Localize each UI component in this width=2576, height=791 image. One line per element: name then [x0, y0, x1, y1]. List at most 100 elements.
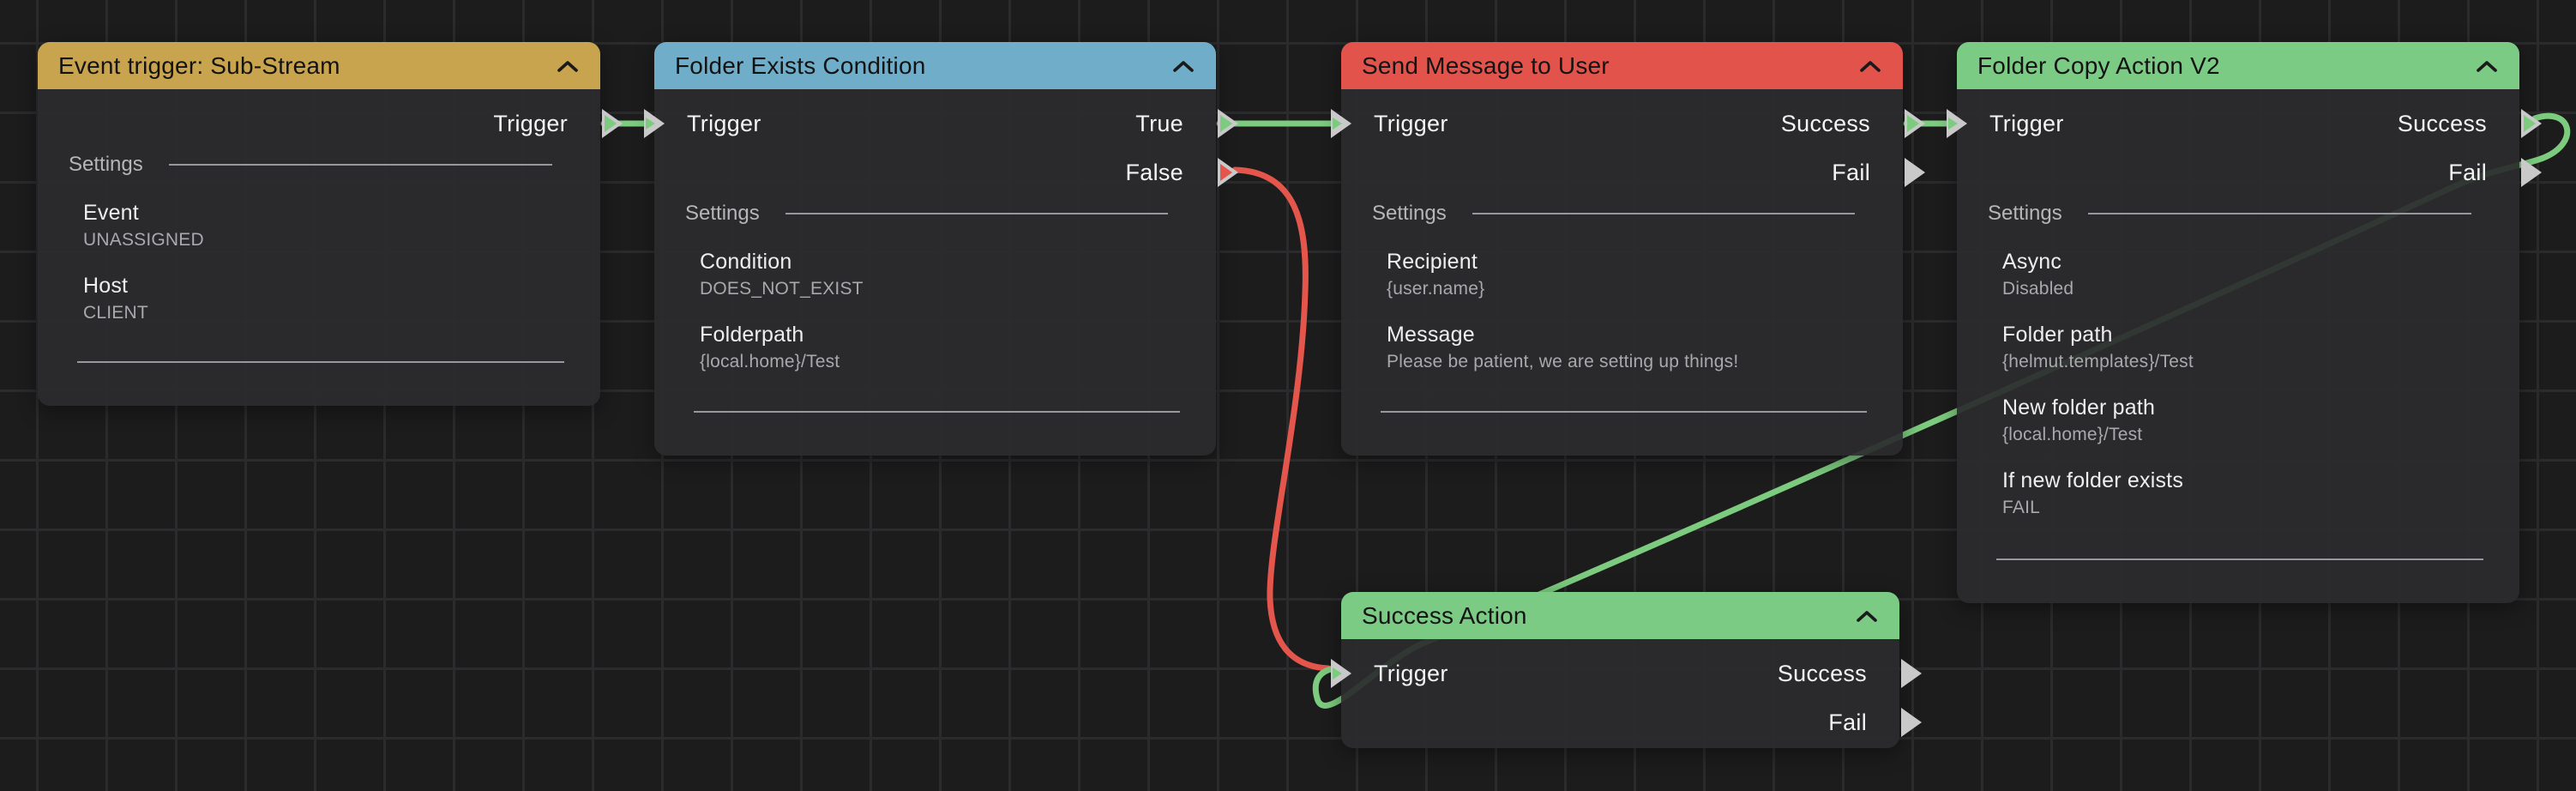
port-label: Trigger	[1374, 111, 1448, 136]
collapse-chevron-icon[interactable]	[1860, 61, 1881, 72]
field-value: Disabled	[2002, 279, 2074, 299]
field-async[interactable]: Async Disabled	[2002, 249, 2471, 300]
field-value: DOES_NOT_EXIST	[700, 279, 864, 299]
wire-false-to-success-action[interactable]	[1231, 166, 1332, 672]
field-label: Folder path	[2002, 323, 2113, 347]
node-title: Folder Exists Condition	[675, 51, 926, 79]
field-value: CLIENT	[83, 303, 148, 323]
port-input-trigger[interactable]: Trigger	[1947, 107, 2064, 140]
settings-label: Settings	[1372, 202, 1447, 225]
node-send-message-to-user[interactable]: Send Message to User Settings Recipient …	[1331, 42, 1925, 456]
port-output-fail[interactable]: Fail	[2448, 156, 2542, 189]
node-bottom-divider	[1996, 559, 2483, 560]
field-label: Event	[83, 201, 139, 225]
port-output-trigger[interactable]: Trigger	[493, 107, 623, 140]
port-output-success[interactable]: Success	[1780, 107, 1925, 140]
port-label: False	[1125, 160, 1183, 185]
node-folder-exists-condition[interactable]: Folder Exists Condition Settings Conditi…	[644, 42, 1238, 456]
port-arrow-icon	[2521, 109, 2542, 138]
node-success-action[interactable]: Success Action Trigger Success Fail	[1331, 592, 1922, 748]
node-body: Settings Recipient {user.name} Message P…	[1341, 89, 1903, 456]
field-value: {local.home}/Test	[700, 352, 840, 371]
port-output-true[interactable]: True	[1135, 107, 1238, 140]
settings-divider	[785, 213, 1168, 214]
field-recipient[interactable]: Recipient {user.name}	[1387, 249, 1855, 300]
field-label: Async	[2002, 250, 2062, 274]
port-label: Trigger	[1374, 661, 1448, 686]
node-event-trigger-sub-stream[interactable]: Event trigger: Sub-Stream Settings Event…	[38, 42, 623, 406]
port-arrow-icon	[1905, 109, 1925, 138]
port-input-trigger[interactable]: Trigger	[1331, 657, 1448, 690]
port-label: Trigger	[493, 111, 568, 136]
node-body: Settings Condition DOES_NOT_EXIST Folder…	[654, 89, 1216, 456]
port-arrow-icon	[1905, 158, 1925, 187]
port-input-trigger[interactable]: Trigger	[1331, 107, 1448, 140]
port-arrow-icon	[1901, 708, 1922, 737]
node-header[interactable]: Success Action	[1341, 592, 1899, 639]
node-header[interactable]: Send Message to User	[1341, 42, 1903, 89]
field-condition[interactable]: Condition DOES_NOT_EXIST	[700, 249, 1168, 300]
port-arrow-icon	[644, 109, 665, 138]
node-header[interactable]: Folder Copy Action V2	[1957, 42, 2519, 89]
port-arrow-icon	[602, 109, 623, 138]
field-value: {local.home}/Test	[2002, 425, 2143, 444]
settings-section: Settings	[1988, 201, 2471, 226]
field-new-folder-path[interactable]: New folder path {local.home}/Test	[2002, 395, 2471, 446]
collapse-chevron-icon[interactable]	[1173, 61, 1194, 72]
settings-section: Settings	[685, 201, 1168, 226]
node-bottom-divider	[694, 411, 1180, 413]
field-host[interactable]: Host CLIENT	[83, 273, 552, 324]
node-folder-copy-action-v2[interactable]: Folder Copy Action V2 Settings Async Dis…	[1947, 42, 2542, 603]
node-header[interactable]: Event trigger: Sub-Stream	[38, 42, 600, 89]
port-input-trigger[interactable]: Trigger	[644, 107, 761, 140]
field-folderpath[interactable]: Folderpath {local.home}/Test	[700, 322, 1168, 373]
node-body	[1341, 639, 1899, 748]
node-body: Settings Async Disabled Folder path {hel…	[1957, 89, 2519, 603]
port-arrow-icon	[2521, 158, 2542, 187]
port-label: Success	[2397, 111, 2487, 136]
field-if-new-folder-exists[interactable]: If new folder exists FAIL	[2002, 468, 2471, 519]
node-title: Send Message to User	[1362, 51, 1610, 79]
field-label: If new folder exists	[2002, 468, 2184, 492]
port-arrow-icon	[1218, 158, 1238, 187]
settings-divider	[1472, 213, 1855, 214]
collapse-chevron-icon[interactable]	[2477, 61, 2497, 72]
node-title: Event trigger: Sub-Stream	[58, 51, 340, 79]
port-output-false[interactable]: False	[1125, 156, 1238, 189]
port-output-success[interactable]: Success	[1777, 657, 1922, 690]
field-label: Condition	[700, 250, 792, 274]
port-label: Success	[1777, 661, 1867, 686]
port-output-fail[interactable]: Fail	[1832, 156, 1925, 189]
field-folder-path[interactable]: Folder path {helmut.templates}/Test	[2002, 322, 2471, 373]
field-value: FAIL	[2002, 498, 2040, 517]
port-output-fail[interactable]: Fail	[1828, 706, 1922, 739]
field-message[interactable]: Message Please be patient, we are settin…	[1387, 322, 1855, 373]
port-label: Trigger	[1989, 111, 2064, 136]
port-label: Fail	[2448, 160, 2487, 185]
settings-divider	[2087, 213, 2471, 214]
collapse-chevron-icon[interactable]	[1857, 611, 1877, 622]
field-label: Folderpath	[700, 323, 804, 347]
node-bottom-divider	[77, 361, 564, 363]
field-value: {helmut.templates}/Test	[2002, 352, 2194, 371]
node-title: Success Action	[1362, 601, 1527, 629]
settings-label: Settings	[69, 153, 143, 176]
port-label: True	[1135, 111, 1183, 136]
field-value: UNASSIGNED	[83, 230, 204, 250]
field-label: New folder path	[2002, 396, 2156, 420]
field-label: Recipient	[1387, 250, 1478, 274]
field-value: Please be patient, we are setting up thi…	[1387, 352, 1739, 371]
collapse-chevron-icon[interactable]	[557, 61, 578, 72]
node-header[interactable]: Folder Exists Condition	[654, 42, 1216, 89]
node-bottom-divider	[1381, 411, 1867, 413]
field-label: Message	[1387, 323, 1475, 347]
port-output-success[interactable]: Success	[2397, 107, 2542, 140]
port-label: Success	[1780, 111, 1870, 136]
port-arrow-icon	[1901, 659, 1922, 688]
port-arrow-icon	[1218, 109, 1238, 138]
settings-section: Settings	[69, 152, 552, 178]
settings-label: Settings	[685, 202, 760, 225]
port-label: Fail	[1832, 160, 1870, 185]
field-event[interactable]: Event UNASSIGNED	[83, 200, 552, 251]
